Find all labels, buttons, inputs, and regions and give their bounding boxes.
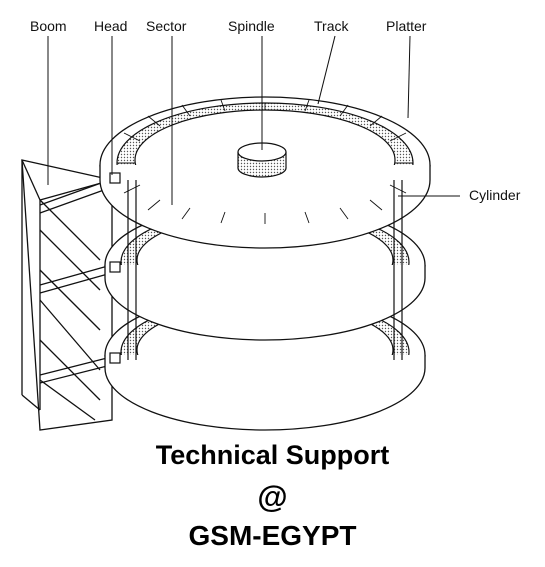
- label-spindle: Spindle: [228, 18, 275, 34]
- label-head: Head: [94, 18, 127, 34]
- label-sector: Sector: [146, 18, 187, 34]
- label-platter: Platter: [386, 18, 427, 34]
- leader-lines: [47, 35, 460, 205]
- sector-divisions: [117, 99, 413, 224]
- label-track: Track: [314, 18, 349, 34]
- boom-assembly: [21, 159, 113, 431]
- label-boom: Boom: [30, 18, 67, 34]
- footer-organization: GSM-EGYPT: [188, 520, 357, 551]
- label-cylinder: Cylinder: [469, 187, 521, 203]
- spindle: [237, 142, 287, 178]
- heads: [109, 172, 121, 364]
- cylinder-lines: [127, 180, 403, 360]
- footer-at-sign: @: [257, 479, 288, 514]
- footer-title: Technical Support: [155, 440, 390, 470]
